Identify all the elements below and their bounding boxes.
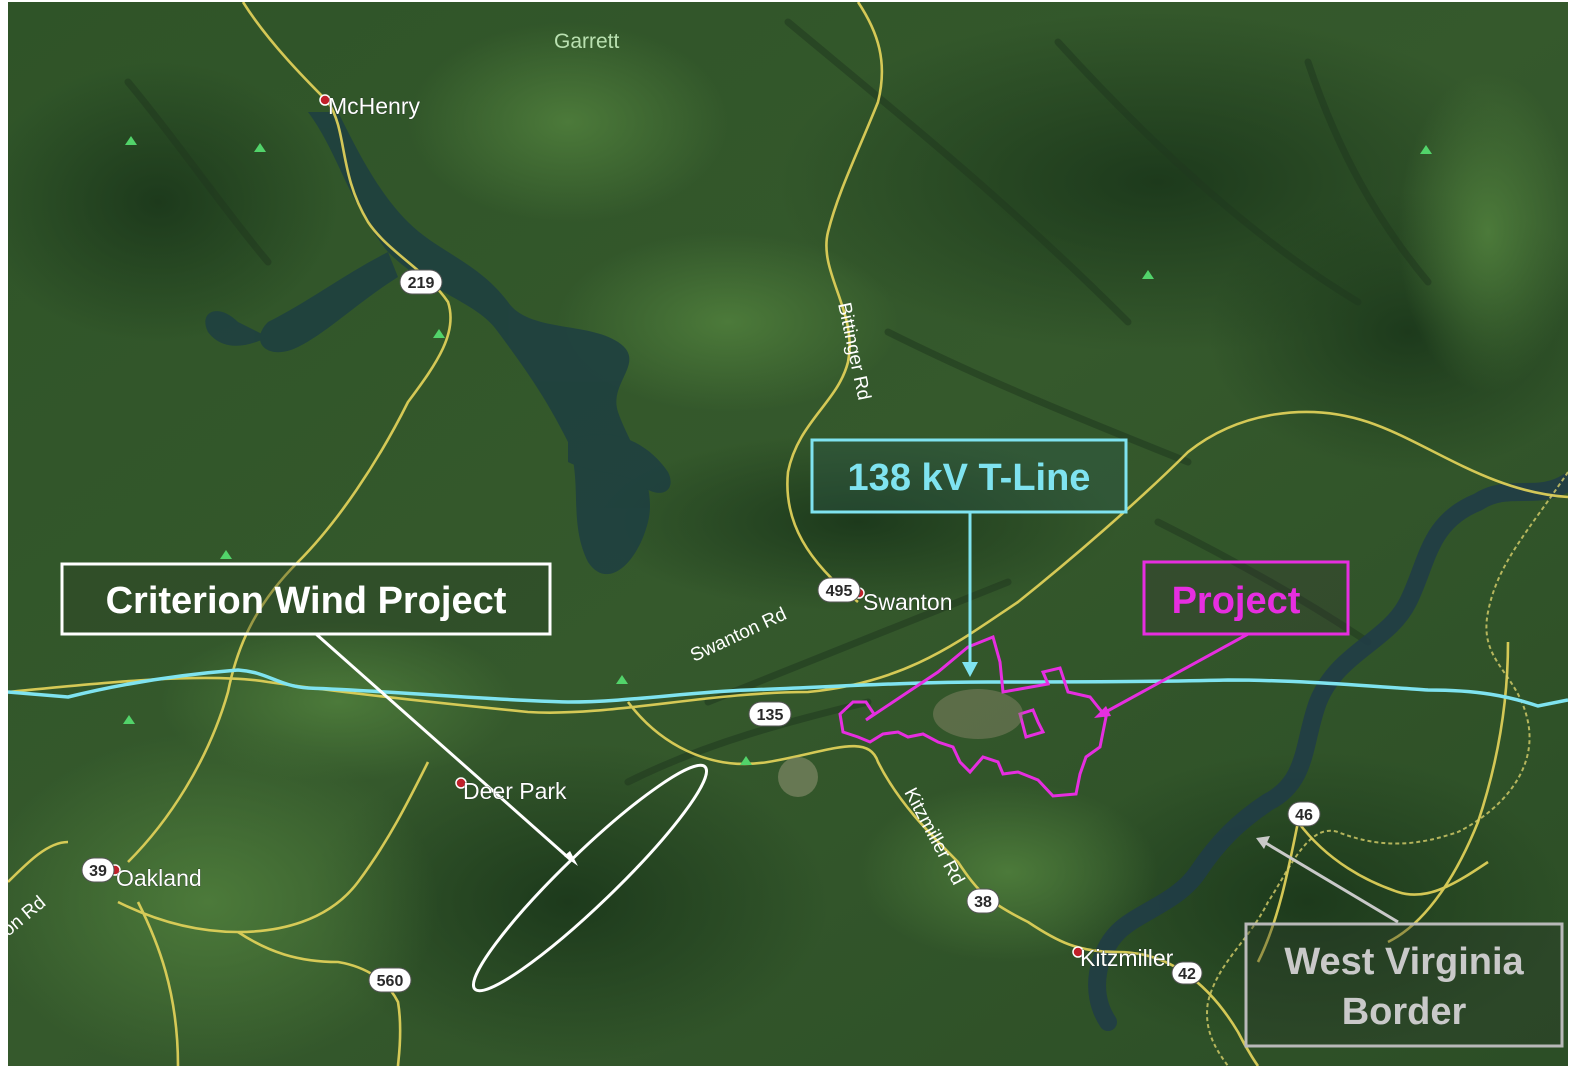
route-shield-42: 42 — [1171, 961, 1203, 985]
route-shield-495: 495 — [817, 577, 861, 603]
route-shield-39: 39 — [81, 857, 115, 883]
callout-project: Project — [1142, 560, 1350, 636]
callout-criterion-wind: Criterion Wind Project — [60, 562, 552, 636]
svg-text:46: 46 — [1295, 807, 1313, 824]
route-shield-219: 219 — [399, 269, 443, 295]
tline-pointer-head — [962, 662, 978, 677]
wv-border-line — [1206, 471, 1568, 1066]
svg-text:138 kV T-Line: 138 kV T-Line — [848, 457, 1091, 499]
svg-text:135: 135 — [757, 707, 784, 724]
svg-text:219: 219 — [408, 275, 435, 292]
lake — [205, 112, 671, 575]
svg-text:West Virginia: West Virginia — [1284, 941, 1524, 983]
park-markers — [123, 136, 1432, 765]
tline-path — [8, 668, 1568, 708]
cleared-area — [933, 689, 1023, 739]
wv-pointer — [1263, 840, 1399, 924]
svg-text:Border: Border — [1342, 991, 1467, 1033]
criterion-pointer-head — [564, 851, 578, 866]
map-canvas[interactable]: Garrett McHenry Swanton Deer Park Oaklan… — [8, 2, 1568, 1066]
svg-text:495: 495 — [826, 583, 853, 600]
town-label-swanton: Swanton — [863, 589, 953, 615]
svg-text:39: 39 — [89, 863, 107, 880]
criterion-pointer — [315, 632, 572, 862]
ridge-lines — [124, 18, 1432, 786]
river — [1088, 473, 1568, 1031]
town-label-kitzmiller: Kitzmiller — [1080, 945, 1174, 971]
route-shield-46: 46 — [1287, 801, 1321, 827]
svg-text:Criterion Wind Project: Criterion Wind Project — [106, 580, 507, 622]
region-label-garrett: Garrett — [554, 30, 620, 53]
route-shield-38: 38 — [966, 888, 1000, 914]
project-pointer — [1101, 632, 1249, 716]
town-label-oakland: Oakland — [116, 865, 202, 891]
wv-pointer-head — [1256, 836, 1270, 849]
svg-text:Project: Project — [1172, 580, 1301, 622]
map-view[interactable]: Garrett McHenry Swanton Deer Park Oaklan… — [8, 2, 1568, 1066]
town-label-deer-park: Deer Park — [463, 778, 567, 804]
svg-text:560: 560 — [377, 973, 404, 990]
callout-tline: 138 kV T-Line — [810, 438, 1128, 514]
svg-text:38: 38 — [974, 894, 992, 911]
callout-wv-border: West Virginia Border — [1244, 922, 1564, 1048]
route-shield-135: 135 — [748, 701, 792, 727]
town-label-mchenry: McHenry — [328, 93, 421, 119]
route-shield-560: 560 — [368, 967, 412, 993]
project-pointer-head — [1094, 706, 1111, 718]
project-boundary — [838, 634, 1108, 798]
svg-text:42: 42 — [1178, 966, 1196, 983]
cleared-area-2 — [778, 757, 818, 797]
